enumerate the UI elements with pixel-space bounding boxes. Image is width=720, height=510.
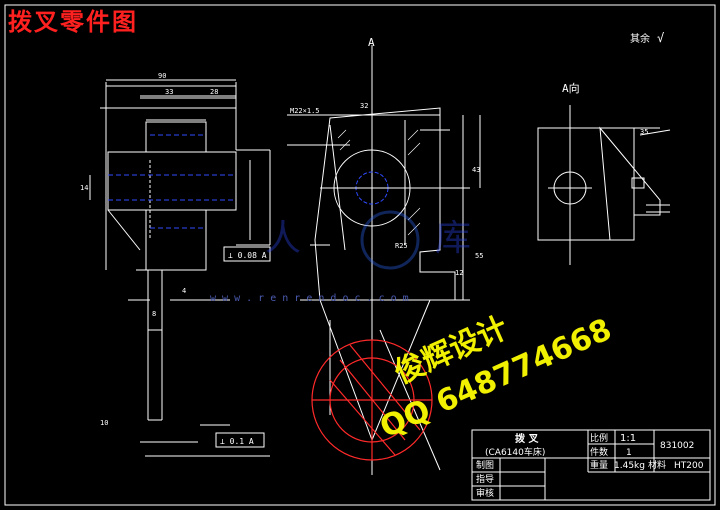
dim-35: 35	[640, 128, 648, 136]
dim-43: 43	[472, 166, 480, 174]
title-block-text: 拨 叉 (CA6140车床) 比例 1:1 件数 1 831002 重量 1.4…	[476, 432, 704, 499]
dim-55: 55	[475, 252, 483, 260]
dim-r25: R25	[395, 242, 408, 250]
tb-material-label: 材料	[648, 459, 666, 471]
dim-8: 8	[152, 310, 156, 318]
tb-row-draw: 制图	[476, 459, 494, 471]
tb-part-name: 拨 叉	[515, 432, 539, 445]
svg-text:⊥ 0.1 A: ⊥ 0.1 A	[220, 437, 254, 446]
roughness-symbol: √	[657, 31, 664, 45]
tb-weight-label: 重量	[590, 459, 608, 471]
watermark-logo: 人 库	[265, 210, 471, 270]
section-view	[287, 45, 481, 475]
dim-32: 32	[360, 102, 368, 110]
tb-count-label: 件数	[590, 446, 608, 458]
drawing-border	[4, 4, 716, 506]
tb-scale-value: 1:1	[620, 433, 636, 444]
dim-4: 4	[182, 287, 186, 295]
svg-text:⊥ 0.08 A: ⊥ 0.08 A	[228, 251, 267, 260]
svg-text:库: 库	[435, 218, 471, 259]
dim-thread: M22×1.5	[290, 107, 320, 115]
tb-count-value: 1	[626, 448, 632, 458]
dim-14: 14	[80, 184, 88, 192]
surface-note: 其余	[630, 32, 650, 45]
view-label: A向	[562, 81, 580, 95]
dim-front-half-left: 33	[165, 88, 173, 96]
tolerance-frame-2: ⊥ 0.1 A	[215, 432, 265, 448]
drawing-title: 拨叉零件图	[8, 7, 138, 36]
dim-front-width: 90	[158, 72, 166, 80]
tb-scale-label: 比例	[590, 432, 608, 444]
front-view	[89, 79, 271, 457]
watermark-site: w w w . r e n r e n d o c . c o m	[210, 293, 409, 304]
a-view	[537, 105, 671, 265]
tb-weight-value: 1.45kg	[614, 461, 645, 471]
tb-row-review: 审核	[476, 487, 494, 499]
dim-front-half-right: 28	[210, 88, 218, 96]
tolerance-frame-1: ⊥ 0.08 A	[223, 246, 271, 262]
tb-machine: (CA6140车床)	[485, 446, 545, 458]
tb-material-value: HT200	[674, 461, 704, 471]
dim-10: 10	[100, 419, 108, 427]
svg-text:人: 人	[265, 218, 301, 259]
title-block	[471, 429, 711, 501]
dim-12: 12	[455, 269, 463, 277]
drawing-labels: 其余 √ A A向 90 33 28 M22×1.5 43 32 55 R25 …	[80, 31, 664, 427]
section-label: A	[368, 36, 375, 49]
tb-drawing-no: 831002	[660, 441, 694, 451]
tb-row-guide: 指导	[476, 473, 494, 485]
